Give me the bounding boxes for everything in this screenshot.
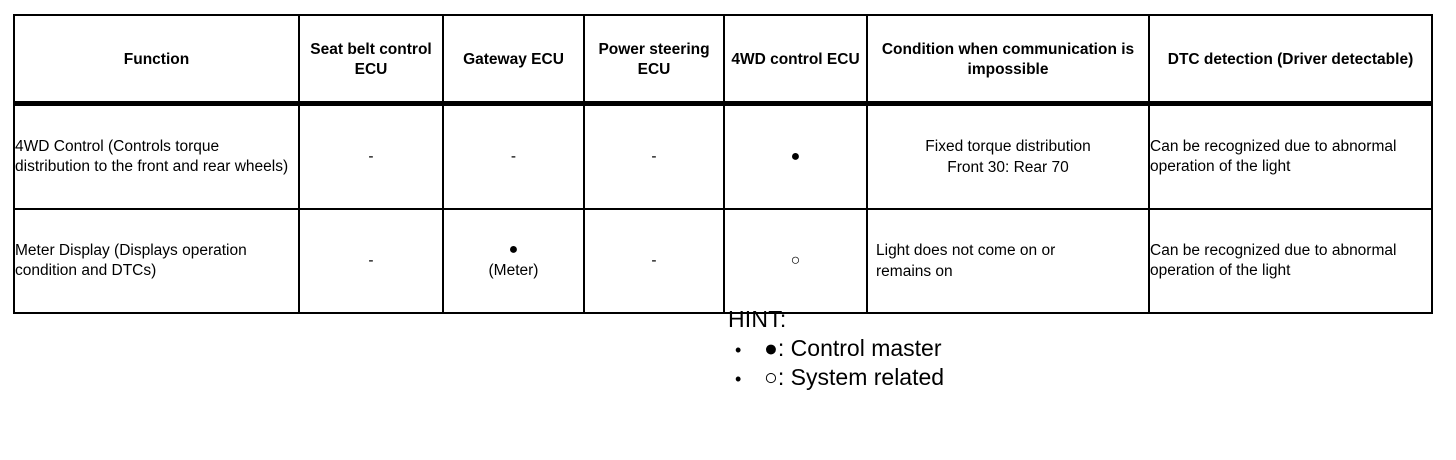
cell-condition-when-communication-impossible: Light does not come on or remains on [866, 208, 1150, 314]
hint-list: • ●: Control master • ○: System related [728, 337, 944, 389]
ecu-function-table-container: Function Seat belt control ECU Gateway E… [13, 14, 1433, 314]
condition-line-2: remains on [876, 263, 953, 280]
table-row: Meter Display (Displays operation condit… [13, 208, 1433, 314]
column-header-gateway-ecu: Gateway ECU [442, 14, 585, 106]
hint-block: HINT: • ●: Control master • ○: System re… [728, 308, 944, 395]
dash-marker: - [651, 251, 657, 269]
bullet-icon: • [735, 340, 742, 360]
cell-condition-when-communication-impossible: Fixed torque distribution Front 30: Rear… [866, 104, 1150, 210]
cell-gateway-ecu: ● (Meter) [442, 208, 585, 314]
cell-power-steering-ecu: - [583, 104, 725, 210]
cell-seat-belt-control-ecu: - [298, 104, 444, 210]
hint-item-text: ●: Control master [764, 335, 942, 361]
hint-title: HINT: [728, 306, 787, 332]
cell-seat-belt-control-ecu: - [298, 208, 444, 314]
column-header-power-steering-ecu: Power steering ECU [583, 14, 725, 106]
dash-marker: - [651, 147, 657, 165]
column-header-seat-belt-control-ecu: Seat belt control ECU [298, 14, 444, 106]
cell-gateway-ecu: - [442, 104, 585, 210]
table-body: 4WD Control (Controls torque distributio… [13, 104, 1433, 314]
cell-4wd-control-ecu: ○ [723, 208, 868, 314]
cell-power-steering-ecu: - [583, 208, 725, 314]
table-header: Function Seat belt control ECU Gateway E… [13, 14, 1433, 106]
hint-item-text: ○: System related [764, 364, 945, 390]
cell-4wd-control-ecu: ● [723, 104, 868, 210]
dash-marker: - [510, 147, 517, 165]
column-header-4wd-control-ecu: 4WD control ECU [723, 14, 868, 106]
list-item: • ●: Control master [728, 337, 944, 360]
condition-line-1: Light does not come on or [876, 241, 1056, 259]
column-header-condition-when-communication-impossible: Condition when communication is impossib… [866, 14, 1150, 106]
condition-line-1: Fixed torque distribution [925, 137, 1091, 155]
column-header-dtc-detection: DTC detection (Driver detectable) [1148, 14, 1433, 106]
table-row: 4WD Control (Controls torque distributio… [13, 104, 1433, 210]
column-header-function: Function [13, 14, 300, 106]
dash-marker: - [368, 251, 374, 269]
ecu-function-table: Function Seat belt control ECU Gateway E… [13, 14, 1433, 314]
cell-function: 4WD Control (Controls torque distributio… [13, 104, 300, 210]
open-circle-icon: ○ [790, 252, 801, 269]
dash-marker: - [368, 147, 374, 165]
list-item: • ○: System related [728, 366, 944, 389]
filled-circle-icon: ● [790, 148, 801, 165]
cell-dtc-detection: Can be recognized due to abnormal operat… [1148, 208, 1433, 314]
gateway-note: (Meter) [488, 262, 539, 280]
cell-function: Meter Display (Displays operation condit… [13, 208, 300, 314]
bullet-icon: • [735, 369, 742, 389]
condition-line-2: Front 30: Rear 70 [947, 159, 1069, 176]
table-header-row: Function Seat belt control ECU Gateway E… [13, 14, 1433, 106]
cell-dtc-detection: Can be recognized due to abnormal operat… [1148, 104, 1433, 210]
filled-circle-icon: ● [508, 241, 519, 259]
